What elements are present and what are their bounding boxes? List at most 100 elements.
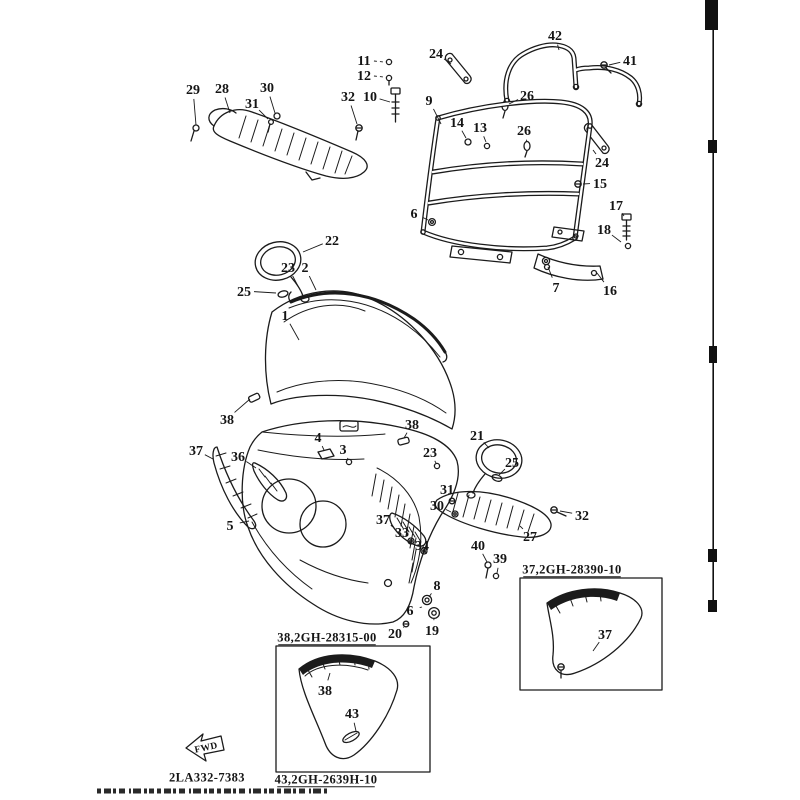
screw-41 xyxy=(600,61,612,74)
callout-38: 38 xyxy=(318,684,332,699)
leader-line-25 xyxy=(253,291,277,294)
leader-line-7 xyxy=(547,266,553,278)
leader-line-37 xyxy=(390,524,394,528)
screw-18 xyxy=(624,242,632,250)
leader-line-11 xyxy=(373,60,385,63)
part-16-lower-bracket xyxy=(533,253,604,281)
callout-33: 33 xyxy=(395,526,409,541)
screw-29 xyxy=(190,124,200,142)
gasket-25-right xyxy=(491,474,503,482)
callout-9: 9 xyxy=(426,94,433,109)
callout-23: 23 xyxy=(281,261,295,276)
leader-line-10 xyxy=(379,98,391,103)
callout-16: 16 xyxy=(603,284,617,299)
inset-37-title: 37,2GH-28390-10 xyxy=(522,563,621,577)
inset-box-38-43 xyxy=(275,645,431,773)
callout-37: 37 xyxy=(376,513,390,528)
leader-line-37 xyxy=(592,641,600,652)
scan-artifacts xyxy=(705,0,718,612)
leader-line-30 xyxy=(269,96,276,114)
callout-13: 13 xyxy=(473,121,487,136)
leader-line-2 xyxy=(308,275,317,291)
callout-10: 10 xyxy=(363,90,377,105)
screw-32-right xyxy=(550,506,567,517)
leader-line-26 xyxy=(525,139,528,143)
callout-22: 22 xyxy=(325,234,339,249)
part-2-molding xyxy=(288,291,448,363)
leader-line-8 xyxy=(428,593,432,598)
leader-line-6 xyxy=(419,606,423,609)
callout-32: 32 xyxy=(575,509,589,524)
screw-32-left xyxy=(355,124,363,141)
callout-36: 36 xyxy=(231,450,245,465)
callout-38: 38 xyxy=(405,418,419,433)
callout-38: 38 xyxy=(220,413,234,428)
leader-line-31 xyxy=(258,109,269,120)
washer-30 xyxy=(273,112,281,120)
callout-2: 2 xyxy=(302,261,309,276)
washer-39 xyxy=(492,572,500,580)
callout-25: 25 xyxy=(237,285,251,300)
rib-hatching xyxy=(451,492,535,533)
screw-15 xyxy=(574,180,582,188)
leader-lines xyxy=(193,44,625,732)
screw-31 xyxy=(267,118,275,133)
callout-30: 30 xyxy=(260,81,274,96)
leader-line-12 xyxy=(373,75,385,78)
leader-line-32 xyxy=(350,105,358,125)
grommet-8 xyxy=(421,594,433,606)
callout-6: 6 xyxy=(407,604,414,619)
part-28-handle-cover-left xyxy=(208,107,368,181)
callout-8: 8 xyxy=(434,579,441,594)
part-37-bracket-mid xyxy=(389,512,427,547)
inset-38-title: 38,2GH-28315-00 xyxy=(277,631,376,645)
leader-line-30 xyxy=(445,509,452,513)
leader-line-24 xyxy=(443,58,452,65)
callout-28: 28 xyxy=(215,82,229,97)
part-labels: 37,2GH-28390-10 38,2GH-28315-00 43,2GH-263… xyxy=(169,563,621,788)
grommet-6-upper xyxy=(427,217,437,227)
callout-43: 43 xyxy=(345,707,359,722)
callout-6: 6 xyxy=(411,207,418,222)
callout-5: 5 xyxy=(227,519,234,534)
part-42-upper-bracket xyxy=(503,42,643,108)
leader-line-36 xyxy=(246,461,257,469)
leader-line-27 xyxy=(519,525,524,530)
leader-line-37 xyxy=(204,454,214,460)
part-27-handle-cover-right xyxy=(434,490,552,539)
callout-37: 37 xyxy=(598,628,612,643)
leader-line-40 xyxy=(482,553,488,563)
leader-line-3 xyxy=(347,457,349,460)
leader-line-28 xyxy=(224,97,231,114)
callout-34: 34 xyxy=(415,539,429,554)
leader-line-23 xyxy=(292,275,300,289)
callout-14: 14 xyxy=(450,116,464,131)
leader-line-6 xyxy=(422,217,429,221)
clip-38-left xyxy=(247,392,261,403)
screw-3 xyxy=(345,458,353,466)
callout-20: 20 xyxy=(388,627,402,642)
callout-11: 11 xyxy=(357,54,370,69)
leader-line-38 xyxy=(327,672,331,681)
bolt-10 xyxy=(390,87,401,123)
leader-line-17 xyxy=(621,212,625,217)
callout-41: 41 xyxy=(623,54,637,69)
fwd-arrow xyxy=(185,733,225,762)
part-1-windshield xyxy=(264,290,456,430)
callout-21: 21 xyxy=(470,429,484,444)
leader-line-18 xyxy=(611,234,622,243)
callout-30: 30 xyxy=(430,499,444,514)
clip-38-mid xyxy=(397,436,410,446)
stay-strip-24-left xyxy=(444,52,472,85)
callout-15: 15 xyxy=(593,177,607,192)
callout-39: 39 xyxy=(493,552,507,567)
callout-31: 31 xyxy=(440,483,454,498)
part-36-inner-duct xyxy=(251,462,288,502)
callout-24: 24 xyxy=(595,156,609,171)
callout-23: 23 xyxy=(423,446,437,461)
leader-line-16 xyxy=(596,272,605,283)
inset-43-caption: 43,2GH-2639H-10 xyxy=(275,773,378,787)
leader-line-23 xyxy=(434,460,437,464)
